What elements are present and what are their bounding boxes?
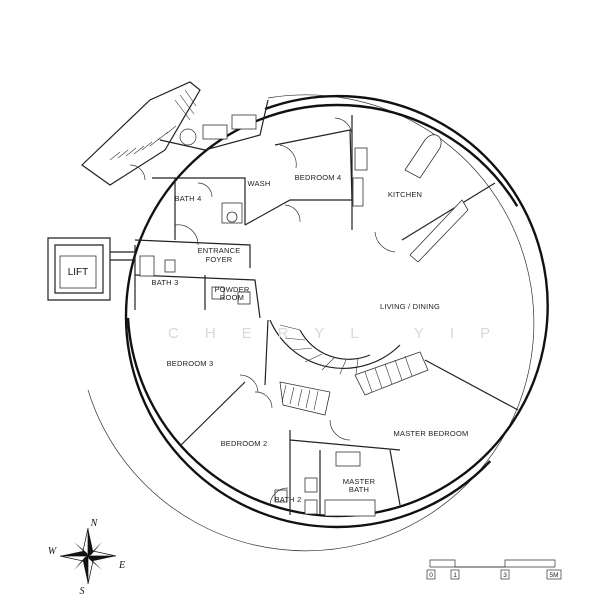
room-label-bedroom3: BEDROOM 3	[167, 359, 214, 368]
watermark: CHERYL YIP	[168, 325, 516, 342]
outer-balcony-arc	[87, 94, 535, 552]
scale-label-1: 1	[453, 572, 457, 579]
scale-label-5m: 5M	[549, 572, 558, 579]
compass-letter-w: W	[48, 546, 58, 557]
outer-wall	[124, 103, 550, 529]
northwest-balcony	[81, 81, 269, 186]
room-label-powder-room: ROOM	[220, 293, 244, 302]
compass-letter-e: E	[118, 560, 125, 571]
lift-block	[47, 237, 135, 301]
room-label-bath4: BATH 4	[175, 194, 202, 203]
room-label-master: MASTER	[343, 477, 376, 486]
room-label-foyer: FOYER	[206, 255, 233, 264]
room-label-bath3: BATH 3	[152, 278, 179, 287]
room-label-lift: LIFT	[68, 267, 89, 278]
scale-label-3: 3	[503, 572, 507, 579]
scale-bar: 0 1 3 5M	[426, 559, 562, 580]
interior-walls	[134, 115, 519, 517]
room-label-living-dining: LIVING / DINING	[380, 302, 440, 311]
room-label-powder: POWDER	[215, 285, 250, 294]
outer-wall-arc	[126, 94, 549, 518]
room-label-bedroom2: BEDROOM 2	[221, 439, 268, 448]
compass-letter-n: N	[90, 518, 99, 529]
room-label-bedroom4: BEDROOM 4	[295, 173, 342, 182]
room-label-master-bath: BATH	[349, 485, 369, 494]
room-label-entrance: ENTRANCE	[198, 246, 241, 255]
compass-rose-icon: N S E W	[48, 518, 125, 597]
room-label-master-bedroom: MASTER BEDROOM	[394, 429, 469, 438]
scale-label-0: 0	[429, 572, 433, 579]
compass-letter-s: S	[80, 586, 85, 597]
room-label-bath2: BATH 2	[275, 495, 302, 504]
room-label-kitchen: KITCHEN	[388, 190, 422, 199]
room-label-wash: WASH	[247, 179, 270, 188]
